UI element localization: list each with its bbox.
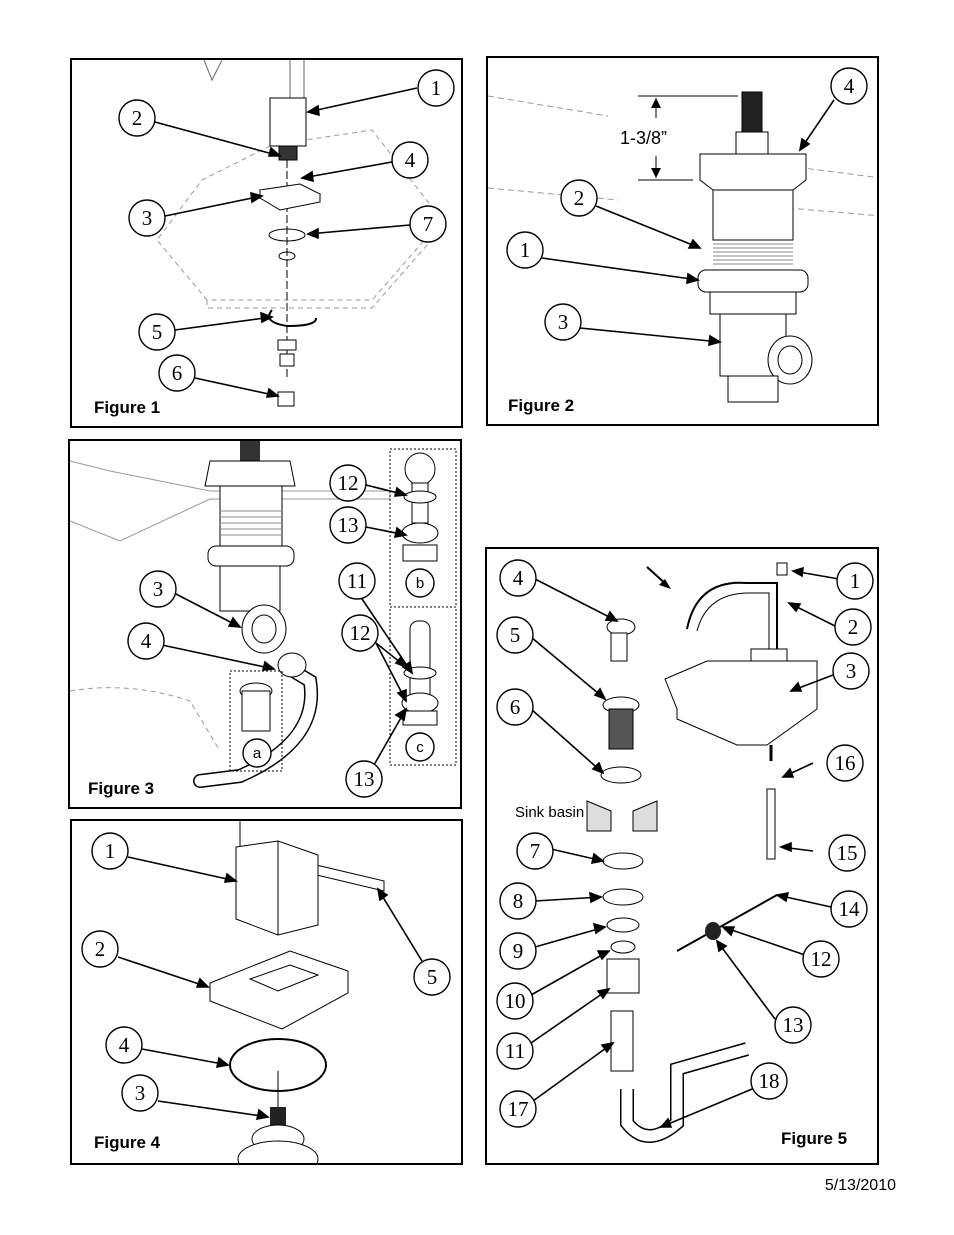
fig5-callout-10: 10 [505,989,526,1013]
figure-5-caption: Figure 5 [781,1129,848,1148]
fig5-callout-13: 13 [783,1013,804,1037]
fig2-callout-3: 3 [558,310,569,334]
dimension-label: 1-3/8” [620,128,667,148]
fig1-callout-4: 4 [405,148,416,172]
fig1-callout-2: 2 [132,106,143,130]
fig4-callout-1: 1 [105,839,116,863]
fig5-callout-4: 4 [513,566,524,590]
fig3-inset-a: a [253,745,262,762]
fig3-callout-12c: 12 [350,621,371,645]
fig1-callout-1: 1 [431,76,442,100]
figure-1-drawing: 1 2 3 4 5 6 7 [118,60,455,407]
fig4-callout-4: 4 [119,1033,130,1057]
figure-5-drawing: Sink basin [496,559,874,1143]
fig5-callout-12: 12 [811,947,832,971]
figure-3-caption: Figure 3 [88,779,155,798]
fig3-callout-13b: 13 [338,513,359,537]
fig5-callout-2: 2 [848,615,859,639]
fig3-inset-b: b [416,575,424,592]
figure-4-caption: Figure 4 [94,1133,161,1152]
document-date: 5/13/2010 [824,1177,896,1194]
figure-5-panel: Sink basin [485,547,879,1165]
fig5-callout-5: 5 [510,623,521,647]
figure-1-caption: Figure 1 [94,398,161,417]
fig3-callout-13c: 13 [354,767,375,791]
figure-4-drawing: 1 2 3 4 5 [81,821,451,1163]
fig5-callout-6: 6 [510,695,521,719]
fig1-callout-3: 3 [142,206,153,230]
fig5-callout-9: 9 [513,939,524,963]
fig3-callout-11: 11 [347,569,367,593]
sink-basin-label: Sink basin [515,804,584,821]
fig1-callout-5: 5 [152,320,163,344]
fig3-inset-c: c [416,739,424,756]
fig2-callout-1: 1 [520,238,531,262]
fig5-callout-3: 3 [846,659,857,683]
fig5-callout-8: 8 [513,889,524,913]
fig5-callout-16: 16 [835,751,856,775]
fig2-callout-4: 4 [844,74,855,98]
figure-2-panel: 1-3/8” 4 2 1 3 Figure 2 [486,56,879,426]
fig3-callout-12b: 12 [338,471,359,495]
fig5-callout-14: 14 [839,897,861,921]
figure-1-panel: 1 2 3 4 5 6 7 Figure 1 [70,58,463,428]
figure-3-drawing: 3 4 11 12 12 13 13 a b c [70,441,457,798]
fig4-callout-5: 5 [427,965,438,989]
fig3-callout-4: 4 [141,629,152,653]
figure-2-caption: Figure 2 [508,396,575,415]
fig5-callout-11: 11 [505,1039,525,1063]
fig5-callout-15: 15 [837,841,858,865]
fig1-callout-7: 7 [423,212,434,236]
fig5-callout-1: 1 [850,569,861,593]
fig5-callout-7: 7 [530,839,541,863]
fig1-callout-6: 6 [172,361,183,385]
fig4-callout-2: 2 [95,937,106,961]
fig3-callout-3: 3 [153,577,164,601]
fig5-callout-17: 17 [508,1097,529,1121]
figure-2-drawing: 1-3/8” 4 2 1 3 [488,67,877,403]
fig5-callout-18: 18 [759,1069,780,1093]
fig4-callout-3: 3 [135,1081,146,1105]
figure-4-panel: 1 2 3 4 5 Figure 4 [70,819,463,1165]
fig2-callout-2: 2 [574,186,585,210]
figure-3-panel: 3 4 11 12 12 13 13 a b c Figure 3 [68,439,462,809]
